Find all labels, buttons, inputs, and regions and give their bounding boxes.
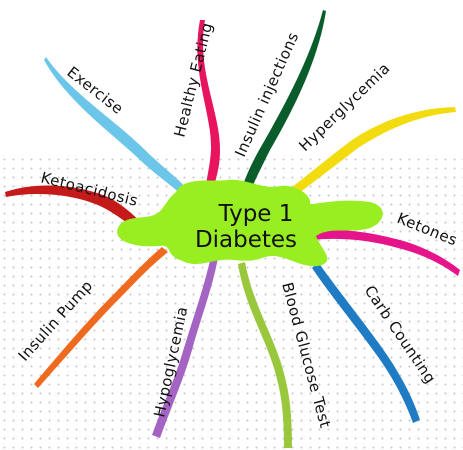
branch-insulin-inj	[240, 10, 326, 196]
branch-hypo	[152, 256, 218, 438]
central-title-line1: Type 1	[218, 201, 294, 227]
central-node-blob[interactable]	[117, 179, 383, 267]
label-insulin-pump: Insulin Pump	[15, 277, 97, 365]
branch-healthy	[197, 20, 220, 192]
branch-bgt	[238, 262, 292, 448]
label-carb-counting: Carb Counting	[361, 282, 440, 387]
branch-ketoacidosis	[5, 185, 152, 238]
branch-carb	[312, 262, 420, 423]
branch-ketones	[310, 229, 460, 276]
label-hyperglycemia: Hyperglycemia	[295, 59, 393, 155]
branch-exercise	[44, 57, 190, 197]
branch-pump	[34, 247, 168, 388]
label-ketoacidosis: Ketoacidosis	[39, 168, 140, 210]
central-title-line2: Diabetes	[195, 227, 297, 253]
